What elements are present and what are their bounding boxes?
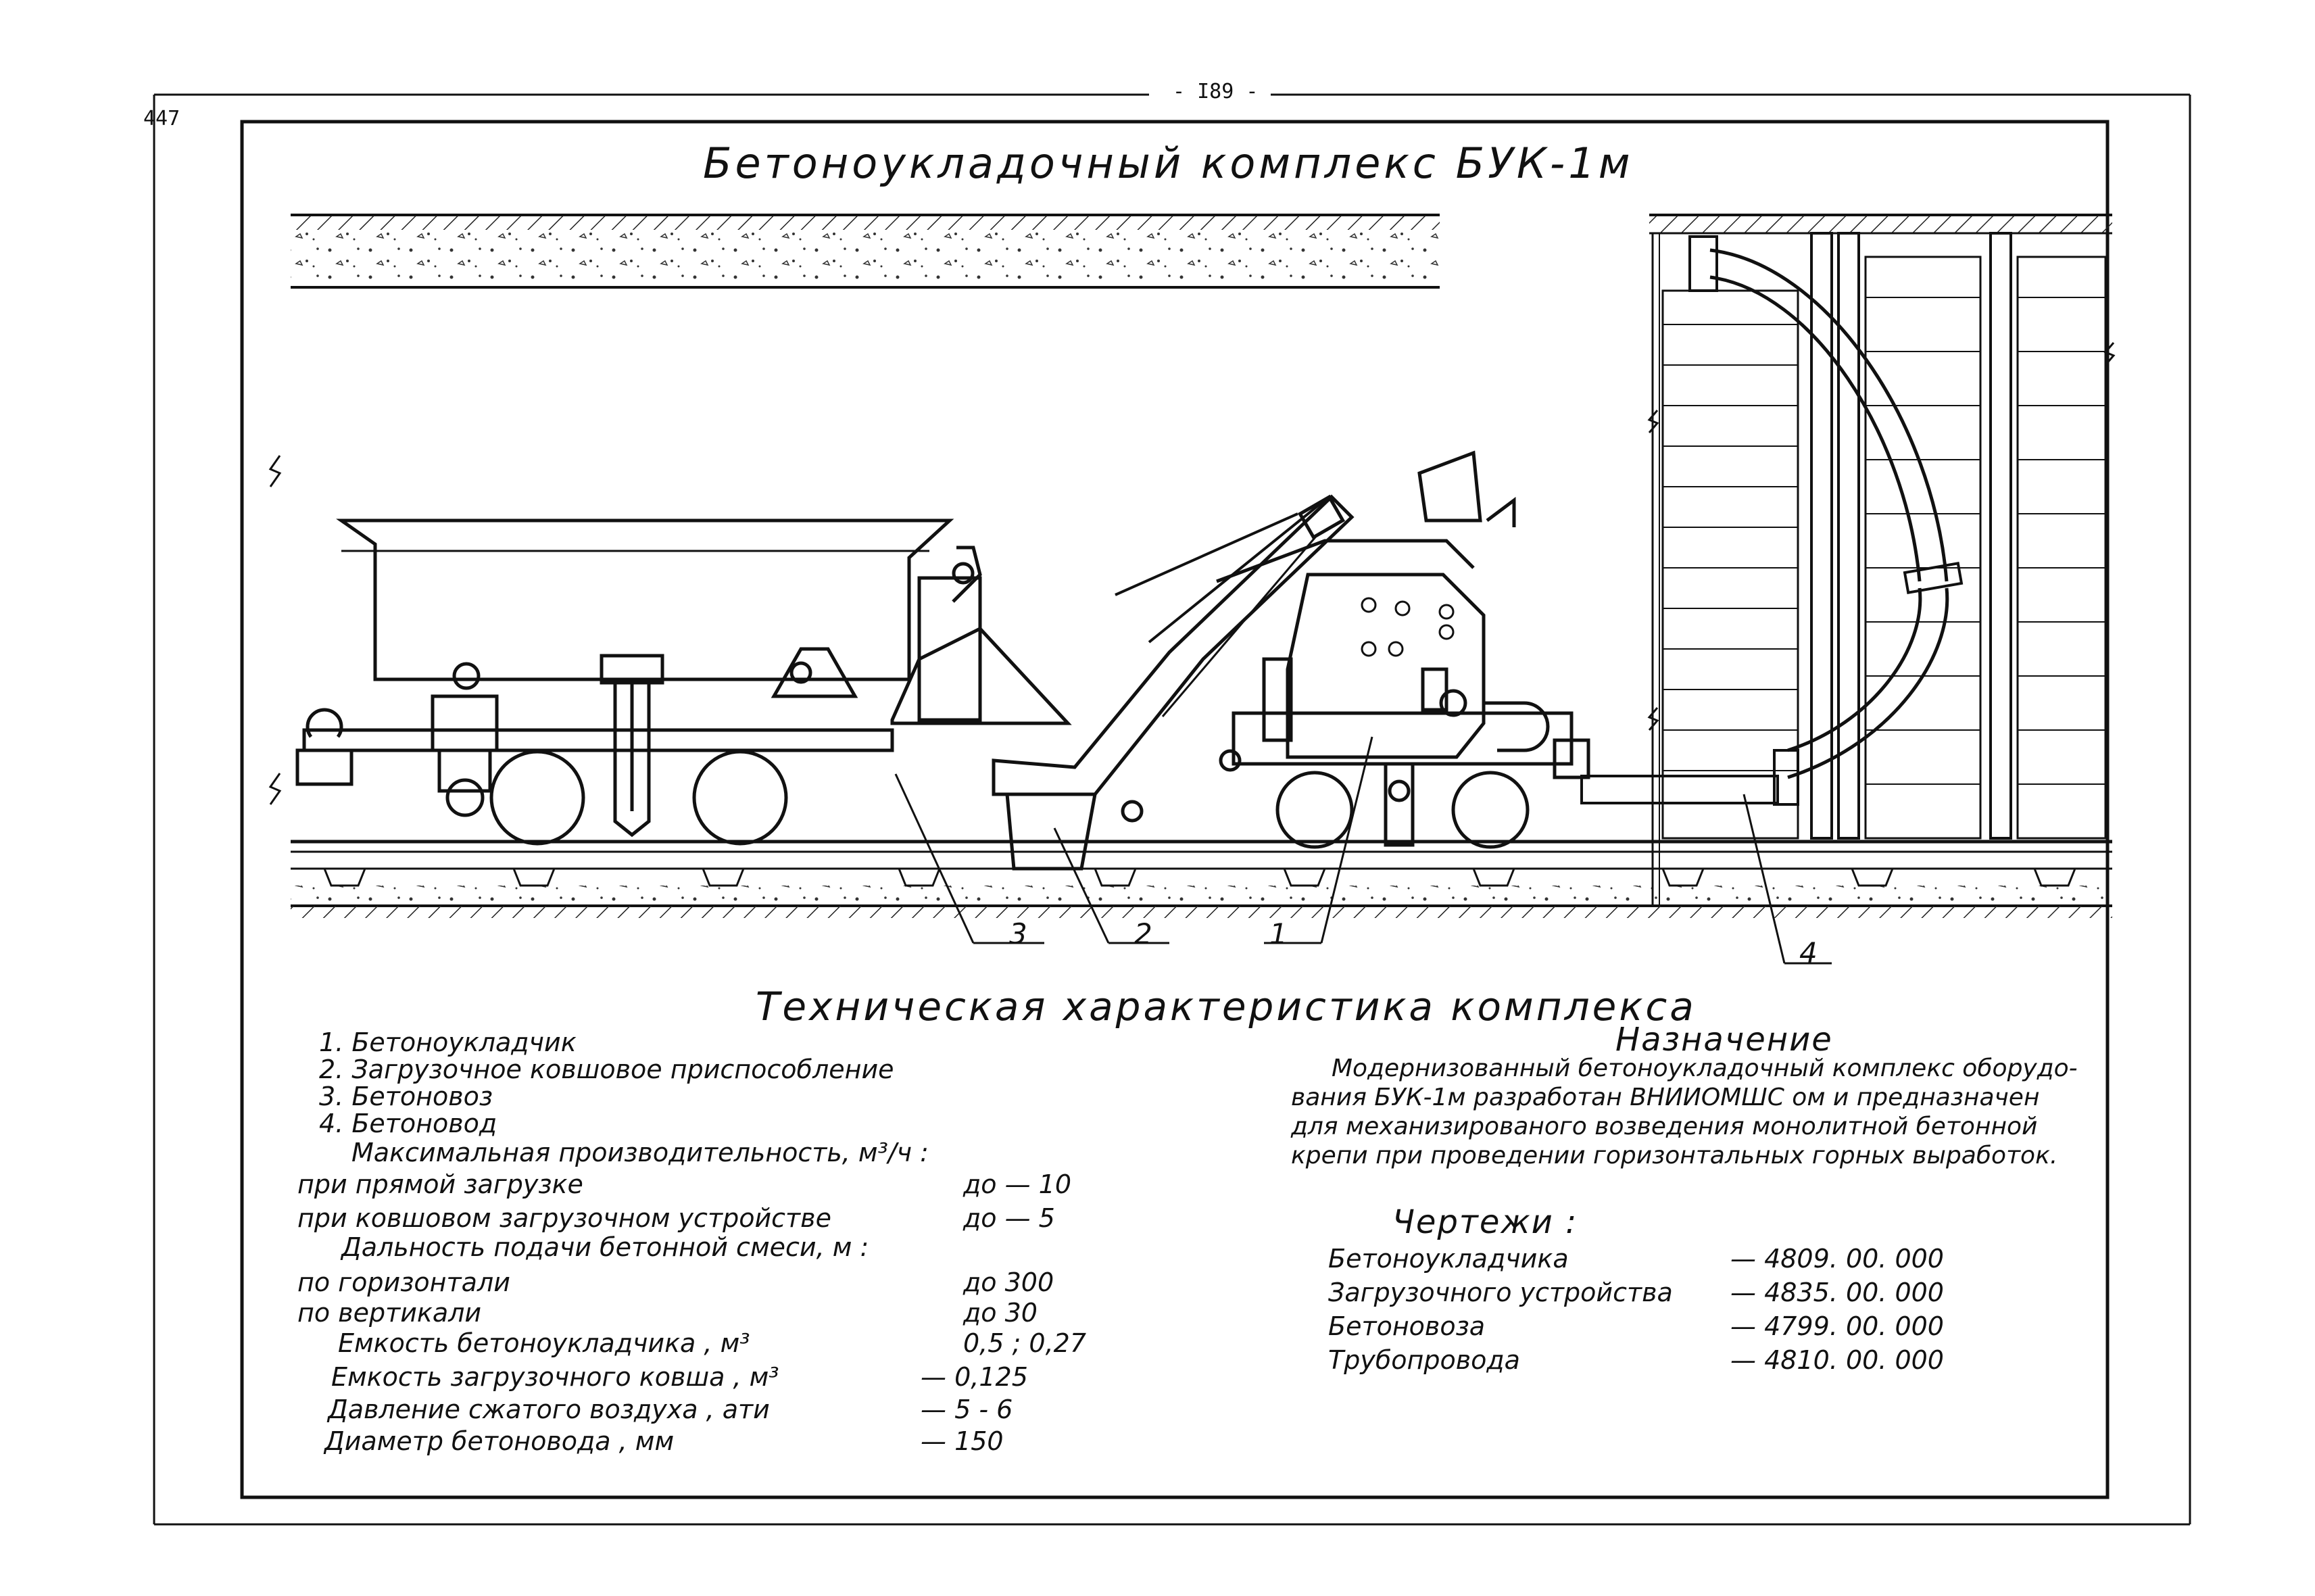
- spec-diameter-label: Диаметр бетоновода , мм: [324, 1426, 675, 1456]
- purpose-line-4: крепи при проведении горизонтальных горн…: [1291, 1142, 2058, 1169]
- spec-bucket-capacity-value: — 0,125: [921, 1362, 1028, 1392]
- productivity-heading: Максимальная производительность, м³/ч :: [351, 1138, 929, 1167]
- sheet-number: 447: [143, 107, 180, 130]
- component-2: 2. Загрузочное ковшовое приспособление: [319, 1055, 894, 1084]
- drawing-name-2: Загрузочного устройства: [1328, 1278, 1673, 1307]
- callout-3: 3: [1009, 917, 1027, 950]
- component-1: 1. Бетоноукладчик: [319, 1027, 577, 1057]
- tunnel-floor: [291, 840, 2112, 918]
- spec-bucket-label: при ковшовом загрузочном устройстве: [297, 1203, 831, 1233]
- spec-capacity-value: 0,5 ; 0,27: [963, 1328, 1087, 1358]
- spec-pressure-value: — 5 - 6: [921, 1395, 1013, 1424]
- concrete-wagon: [295, 518, 1072, 846]
- concrete-placer: [1216, 450, 1590, 849]
- component-4: 4. Бетоновод: [319, 1109, 497, 1138]
- drawing-number-3: — 4799. 00. 000: [1730, 1311, 1944, 1341]
- spec-direct-value: до — 10: [963, 1169, 1072, 1199]
- callout-2: 2: [1134, 917, 1152, 950]
- spec-capacity-label: Емкость бетоноукладчика , м³: [338, 1328, 750, 1358]
- spec-pressure-label: Давление сжатого воздуха , ати: [328, 1395, 770, 1424]
- page-number: - I89 -: [1173, 80, 1259, 103]
- callout-4: 4: [1799, 936, 1818, 969]
- component-3: 3. Бетоновоз: [319, 1082, 493, 1111]
- spec-bucket-value: до — 5: [963, 1203, 1055, 1233]
- break-mark: [268, 773, 282, 805]
- purpose-line-3: для механизированого возведения монолитн…: [1291, 1113, 2038, 1140]
- spec-bucket-capacity-label: Емкость загрузочного ковша , м³: [331, 1362, 779, 1392]
- callout-1: 1: [1269, 917, 1288, 950]
- drawing-number-4: — 4810. 00. 000: [1730, 1345, 1944, 1375]
- break-mark: [268, 455, 282, 487]
- formwork-section: [1647, 214, 2116, 906]
- diagram-title: Бетоноукладочный комплекс БУК-1м: [703, 139, 1634, 188]
- loading-bucket: [992, 494, 1355, 871]
- concrete-pipeline: [1580, 235, 1964, 806]
- drawing-name-4: Трубопровода: [1328, 1345, 1520, 1375]
- spec-direct-label: при прямой загрузке: [297, 1169, 583, 1199]
- drawing-number-1: — 4809. 00. 000: [1730, 1244, 1944, 1274]
- purpose-line-1: Модернизованный бетоноукладочный комплек…: [1332, 1055, 2078, 1082]
- distance-heading: Дальность подачи бетонной смеси, м :: [341, 1232, 869, 1262]
- callout-leaders: [894, 736, 1832, 965]
- tunnel-roof: [291, 214, 1440, 289]
- purpose-line-2: вания БУК-1м разработан ВНИИОМШС ом и пр…: [1291, 1084, 2040, 1111]
- spec-horizontal-label: по горизонтали: [297, 1267, 510, 1297]
- drawing-name-1: Бетоноукладчика: [1328, 1244, 1569, 1274]
- spec-diameter-value: — 150: [921, 1426, 1004, 1456]
- drawing-number-2: — 4835. 00. 000: [1730, 1278, 1944, 1307]
- drawings-heading: Чертежи :: [1392, 1203, 1578, 1241]
- purpose-heading: Назначение: [1615, 1021, 1833, 1059]
- spec-vertical-value: до 30: [963, 1298, 1038, 1328]
- spec-title: Техническая характеристика комплекса: [756, 984, 1697, 1030]
- drawing-name-3: Бетоновоза: [1328, 1311, 1486, 1341]
- spec-horizontal-value: до 300: [963, 1267, 1054, 1297]
- spec-vertical-label: по вертикали: [297, 1298, 482, 1328]
